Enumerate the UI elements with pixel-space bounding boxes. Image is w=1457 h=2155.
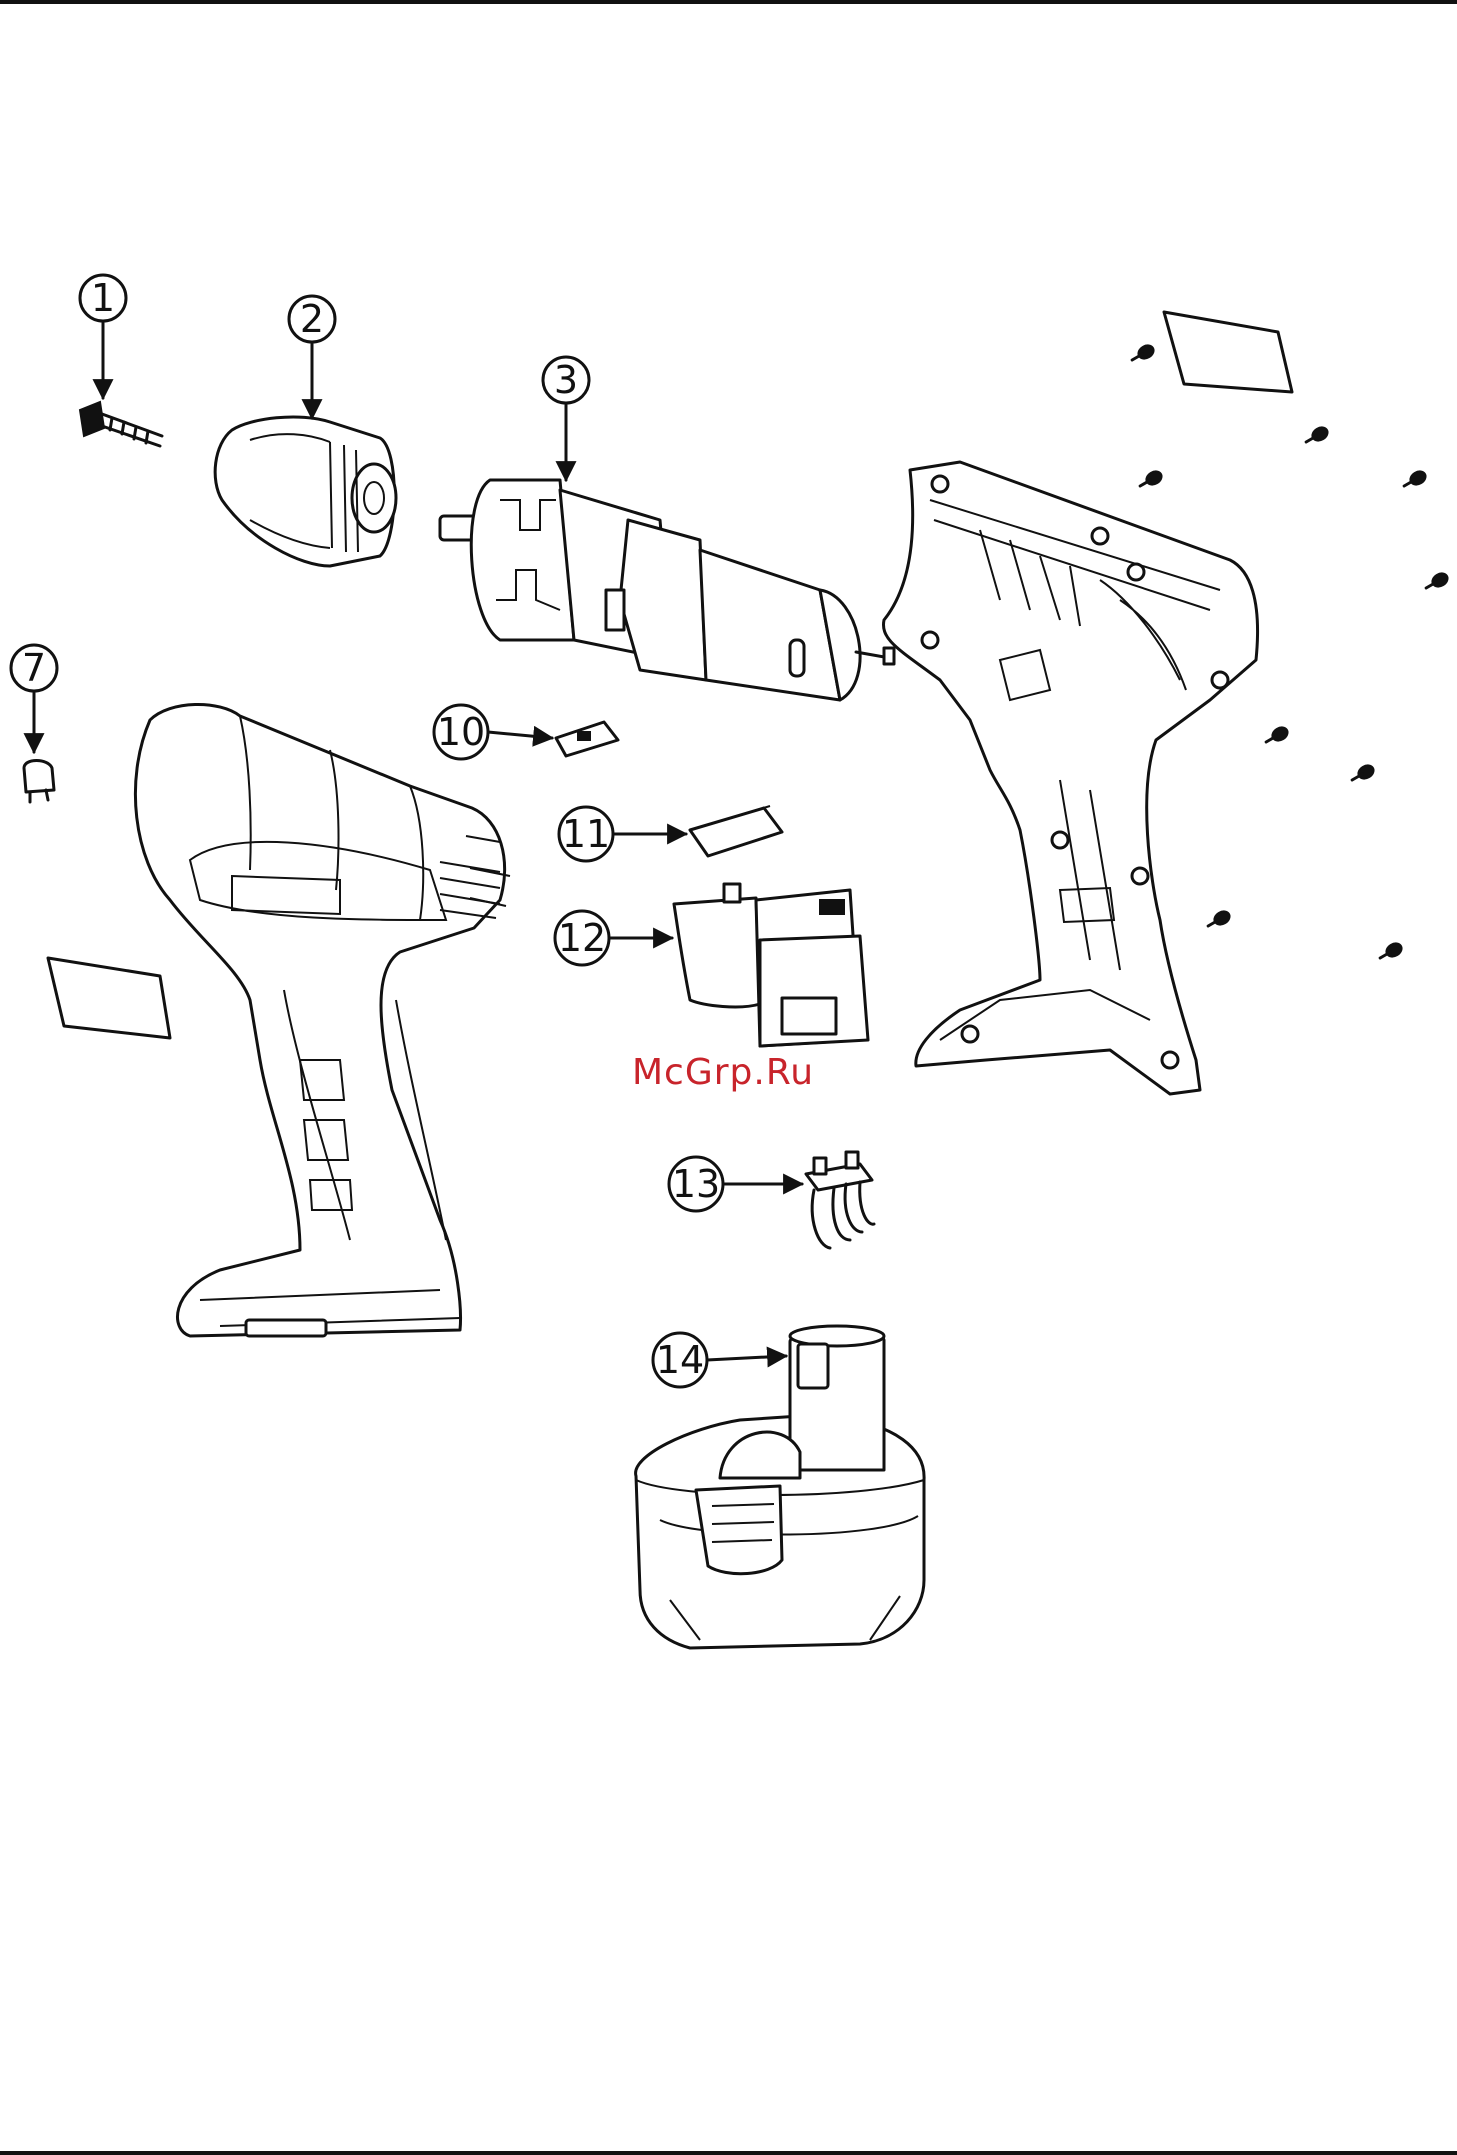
callout-1: 1 [80,275,126,398]
part-10-circuit-plate [556,722,618,756]
svg-text:12: 12 [558,916,606,960]
right-housing-shell [883,462,1257,1094]
label-plate-right [1164,312,1292,392]
callout-3: 3 [543,357,589,480]
label-plate-left [48,958,170,1038]
svg-text:11: 11 [562,812,610,856]
svg-text:7: 7 [22,646,46,690]
svg-text:13: 13 [672,1162,720,1206]
callout-7: 7 [11,645,57,752]
callout-13: 13 [669,1157,802,1211]
callout-11: 11 [559,807,686,861]
watermark-text: McGrp.Ru [632,1052,814,1093]
callout-2: 2 [289,296,335,418]
part-13-terminal-clip [806,1152,874,1248]
svg-text:2: 2 [300,297,324,341]
part-11-switch-insert [690,806,782,856]
callout-14: 14 [653,1333,786,1387]
part-12-trigger-switch [674,884,868,1046]
svg-text:14: 14 [656,1338,704,1382]
callout-12: 12 [555,911,672,965]
svg-text:10: 10 [437,710,485,754]
part-2-keyless-chuck [215,417,396,566]
svg-text:3: 3 [554,358,578,402]
svg-text:1: 1 [91,276,115,320]
callout-10: 10 [434,705,552,759]
part-7-bulb [24,761,54,803]
part-3-gearbox-motor [440,480,894,700]
part-1-chuck-screw [80,402,162,446]
left-housing-shell [135,704,510,1336]
